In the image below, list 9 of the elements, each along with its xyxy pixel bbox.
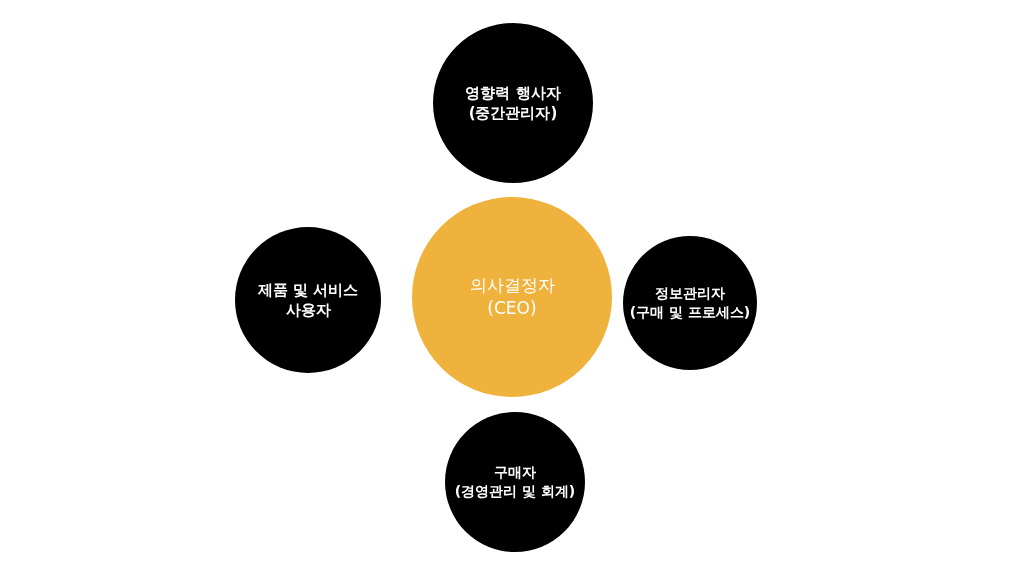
role-note: (중간관리자) (468, 103, 558, 124)
role-title: 제품 및 서비스 사용자 (256, 279, 360, 321)
role-title: 정보관리자 (655, 284, 725, 303)
role-title: 영향력 행사자 (465, 82, 561, 103)
role-note: (CEO) (487, 297, 537, 320)
role-title: 의사결정자 (469, 274, 555, 297)
role-title: 구매자 (494, 463, 536, 482)
role-note: (경영관리 및 회계) (454, 482, 576, 501)
role-note: (구매 및 프로세스) (629, 303, 751, 322)
